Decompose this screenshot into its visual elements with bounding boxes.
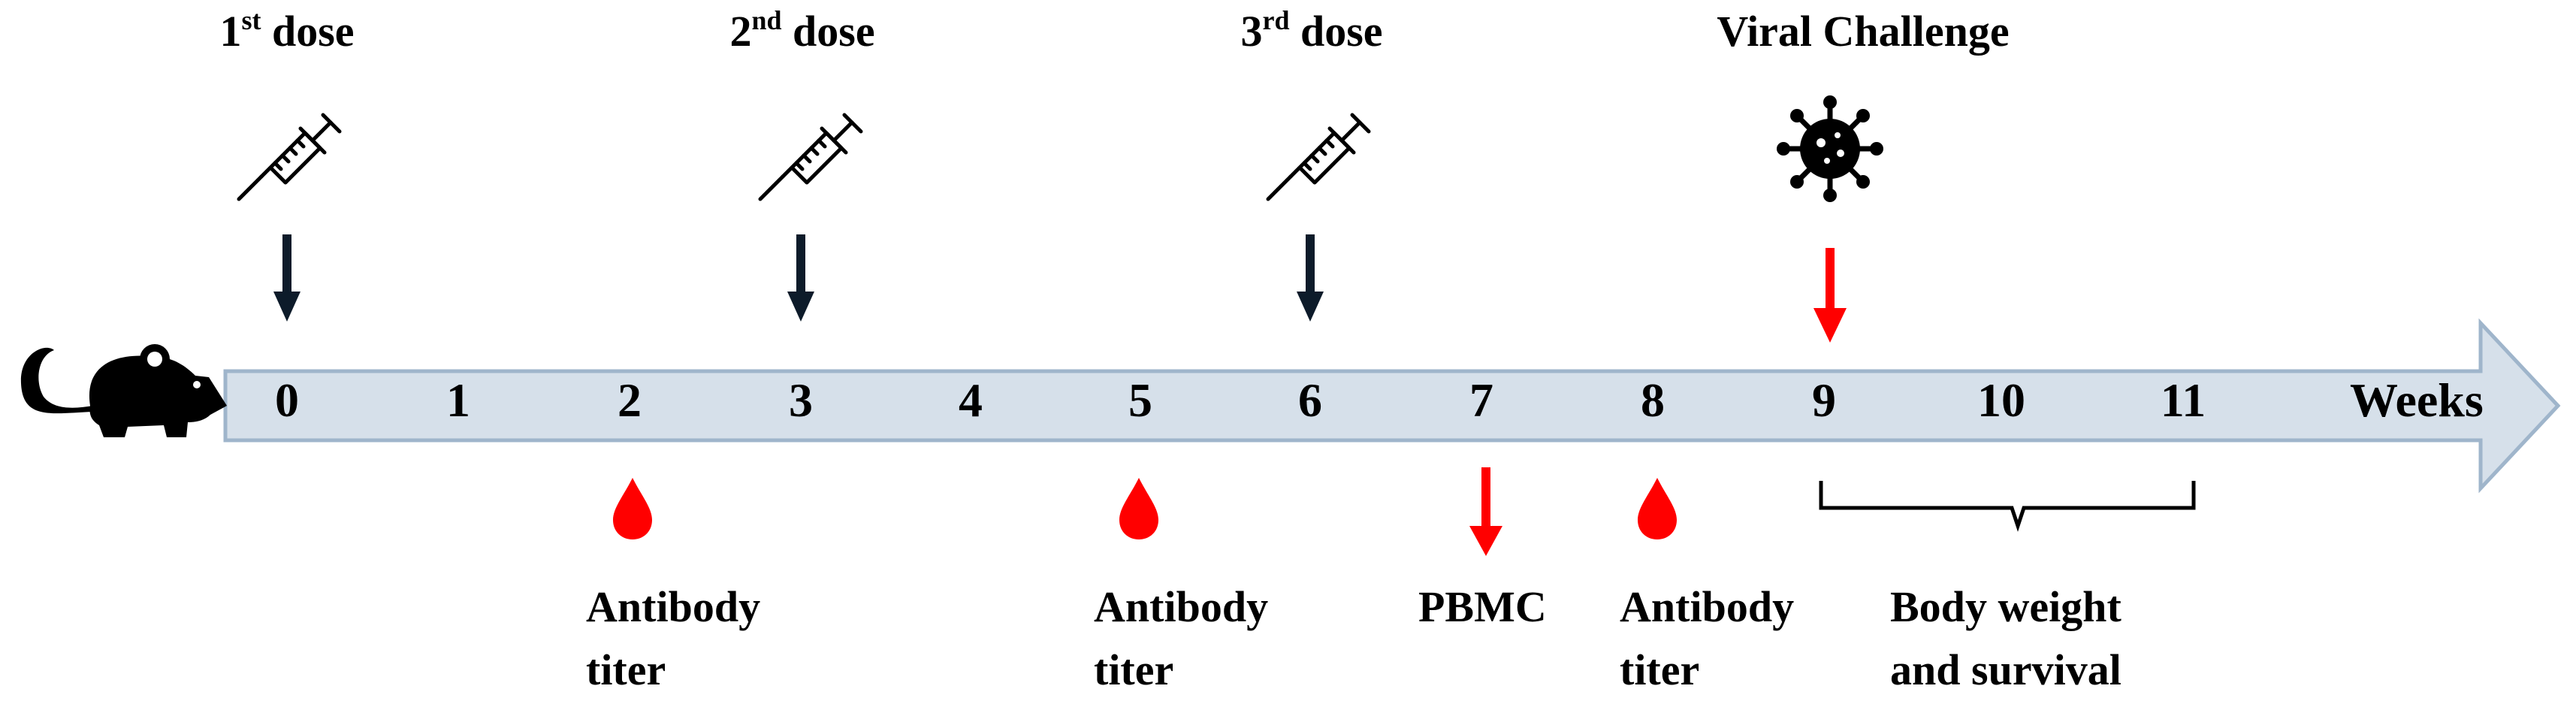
antibody-titer-label-2: Antibody titer	[1094, 576, 1268, 702]
challenge-arrow	[1813, 248, 1847, 343]
label-line: titer	[1620, 645, 1700, 694]
axis-label: Weeks	[2350, 373, 2484, 427]
dose-arrow	[273, 234, 300, 322]
timeline-arrow	[223, 318, 2561, 494]
label-line: Antibody	[1620, 582, 1795, 631]
week-tick: 6	[1298, 373, 1322, 427]
dose-arrow	[787, 234, 814, 322]
syringe-icon	[758, 113, 863, 201]
antibody-titer-label-3: Antibody titer	[1620, 576, 1794, 702]
week-tick: 2	[618, 373, 642, 427]
week-tick: 4	[959, 373, 983, 427]
label-line: titer	[586, 645, 666, 694]
mouse-icon	[20, 344, 227, 437]
syringe-icon	[1266, 113, 1371, 201]
week-tick: 3	[789, 373, 813, 427]
label-line: and survival	[1890, 645, 2122, 694]
dose-arrow	[1297, 234, 1324, 322]
dose-label-2: 2nd dose	[729, 5, 875, 56]
label-line: Body weight	[1890, 582, 2122, 631]
followup-bracket	[1819, 481, 2196, 532]
label-line: PBMC	[1418, 582, 1547, 631]
virus-icon	[1777, 95, 1883, 202]
label-line: Antibody	[586, 582, 761, 631]
week-tick: 9	[1812, 373, 1836, 427]
antibody-titer-label-1: Antibody titer	[586, 576, 760, 702]
week-tick: 10	[1977, 373, 2025, 427]
challenge-label: Viral Challenge	[1717, 7, 2010, 56]
label-line: Antibody	[1094, 582, 1269, 631]
dose-label-3: 3rd dose	[1240, 5, 1383, 56]
week-tick: 5	[1128, 373, 1152, 427]
blood-drop-icon	[1638, 478, 1677, 539]
followup-label: Body weight and survival	[1890, 576, 2122, 702]
blood-drop-icon	[613, 478, 652, 539]
pbmc-label: PBMC	[1418, 576, 1547, 639]
dose-label-1: 1st dose	[219, 5, 355, 56]
week-tick: 8	[1641, 373, 1665, 427]
pbmc-arrow	[1469, 467, 1502, 556]
week-tick: 0	[275, 373, 299, 427]
label-line: titer	[1094, 645, 1174, 694]
blood-drop-icon	[1119, 478, 1158, 539]
week-tick: 11	[2160, 373, 2206, 427]
week-tick: 7	[1469, 373, 1493, 427]
week-tick: 1	[446, 373, 470, 427]
syringe-icon	[237, 113, 342, 201]
